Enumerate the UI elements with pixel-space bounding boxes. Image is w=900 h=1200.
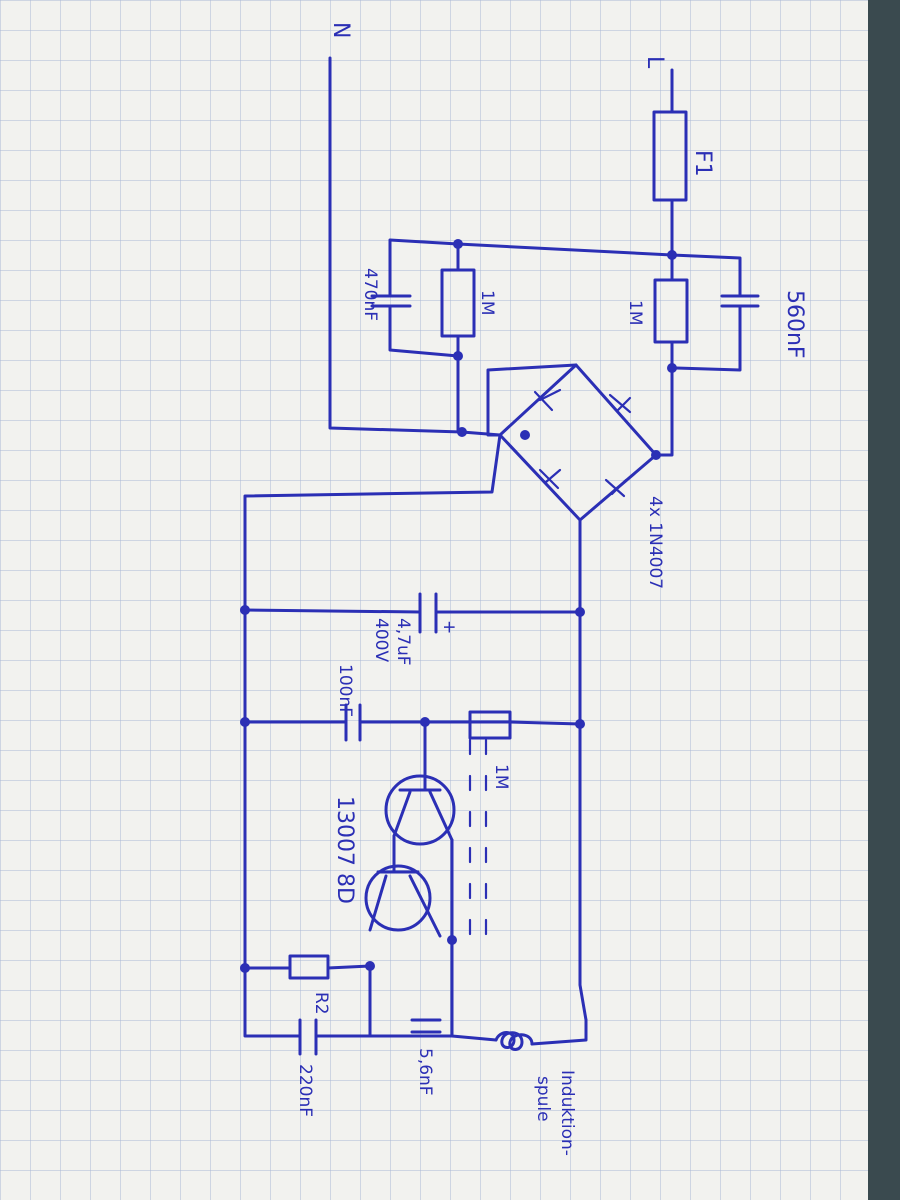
label-plus: + — [439, 620, 459, 634]
label-5-6nf: 5,6nF — [415, 1048, 435, 1096]
cap-4-7uf — [418, 592, 438, 634]
wire-100nf — [243, 720, 582, 726]
label-560nf: 560nF — [782, 290, 807, 359]
label-transistors: 13007 8D — [332, 796, 357, 904]
label-470nf: 470nF — [360, 268, 380, 321]
label-r-1m-left: 1M — [477, 290, 497, 315]
label-r2: R2 — [311, 992, 331, 1015]
neutral-wire — [328, 56, 464, 434]
induction-coil — [494, 1018, 588, 1051]
transistor-1 — [384, 720, 456, 846]
junction-dots — [240, 239, 677, 973]
wire-top-left — [456, 242, 674, 257]
wire-bottom-rail — [260, 1034, 498, 1042]
wire-1m-lower — [468, 738, 488, 952]
label-neutral: N — [328, 22, 353, 38]
transistor-2 — [364, 834, 454, 942]
label-coil-1: Induktion- — [557, 1070, 577, 1156]
label-r-1m-lower: 1M — [491, 764, 511, 789]
bridge-rectifier — [243, 363, 674, 1038]
paper-grid — [0, 0, 868, 1200]
label-4-7uf: 4,7uF — [393, 618, 413, 666]
rail-plus — [578, 608, 588, 1022]
cap-5-6nf — [410, 1018, 442, 1034]
label-diodes: 4x 1N4007 — [645, 496, 665, 589]
cap-220nf — [298, 1018, 318, 1056]
fuse-f1 — [652, 110, 688, 202]
resistor-1m-lower — [468, 710, 512, 740]
label-100nf: 100nF — [335, 664, 355, 717]
label-400v: 400V — [371, 618, 391, 662]
label-coil-2: spule — [533, 1076, 553, 1122]
wire-cap-4-7uf — [243, 608, 582, 614]
label-r-1m-top: 1M — [625, 300, 645, 325]
cap-100nf — [344, 703, 362, 742]
label-fuse: F1 — [690, 150, 715, 177]
label-line: L — [642, 56, 667, 69]
label-220nf: 220nF — [295, 1064, 315, 1117]
